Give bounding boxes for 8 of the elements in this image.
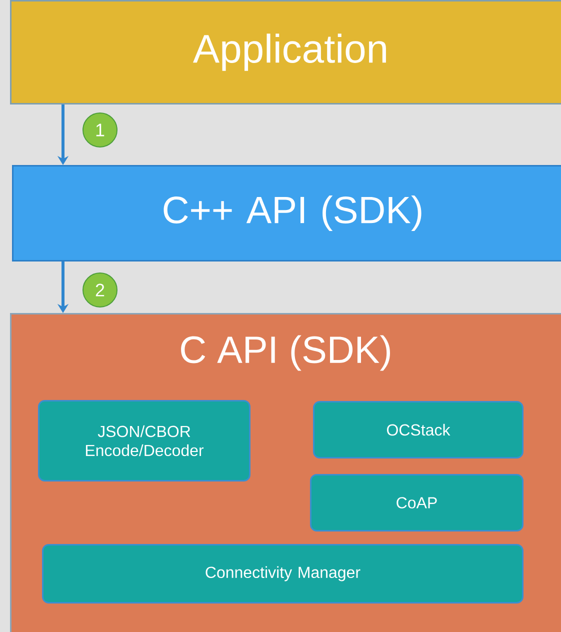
callout-number: 1	[82, 112, 118, 148]
layer-box: Application	[10, 0, 561, 104]
layer-box: C++ API (SDK)	[12, 165, 561, 262]
module-box: CoAP	[310, 474, 524, 532]
module-box: JSON/CBOR Encode/Decoder	[38, 400, 250, 482]
module-box: Connectivity Manager	[42, 544, 524, 604]
callout-number: 2	[82, 272, 118, 308]
module-box: OCStack	[313, 401, 524, 458]
